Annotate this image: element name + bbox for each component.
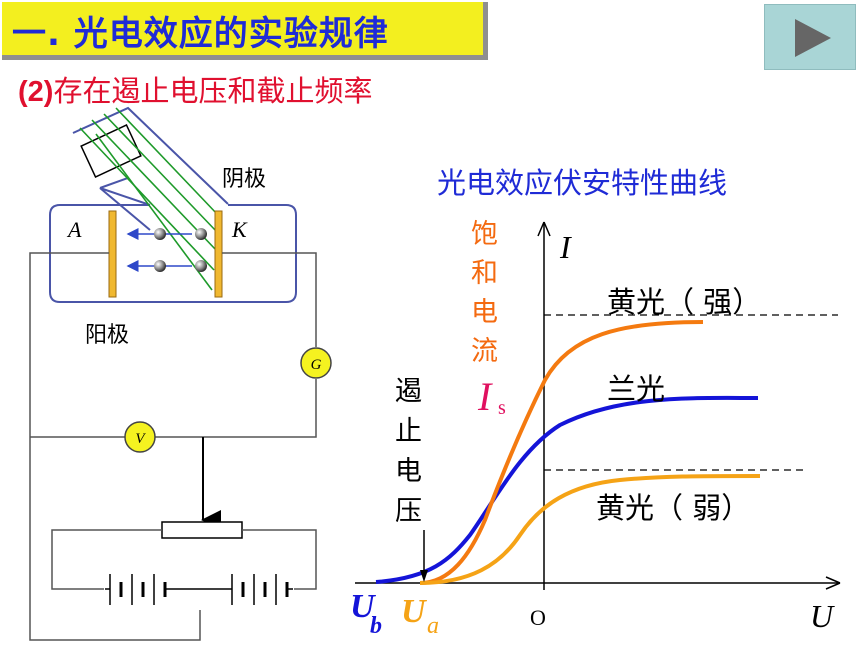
ub-label: U b (350, 588, 382, 639)
svg-text:电: 电 (471, 297, 498, 328)
is-label: I s (477, 374, 506, 419)
battery-pack (104, 570, 294, 608)
play-triangle-icon (795, 19, 831, 57)
label-blue: 兰光 (607, 372, 665, 406)
y-axis-label: I (559, 229, 572, 265)
label-yellow-strong: 黄光（ 强） (607, 285, 761, 319)
svg-text:U: U (401, 593, 428, 630)
label-yellow-weak: 黄光（ 弱） (596, 491, 750, 525)
stopping-voltage-label: 遏 止 电 压 (395, 376, 422, 527)
subtitle-number: (2) (18, 76, 54, 108)
galvanometer: G (300, 347, 332, 379)
cathode-label: 阴极 (222, 167, 266, 192)
phototube: A K (49, 106, 297, 303)
svg-text:电: 电 (395, 456, 422, 487)
svg-text:b: b (370, 613, 382, 639)
voltmeter: V (124, 421, 156, 453)
saturation-current-label: 饱 和 电 流 (471, 219, 498, 367)
galvanometer-label: G (311, 357, 322, 373)
svg-text:a: a (427, 613, 439, 639)
svg-text:遏: 遏 (395, 376, 422, 407)
section-subtitle: (2)存在遏止电压和截止频率 (18, 68, 372, 110)
x-axis-label: U (810, 598, 835, 634)
svg-text:流: 流 (471, 336, 498, 367)
svg-text:压: 压 (395, 496, 422, 527)
next-slide-button[interactable] (764, 4, 856, 70)
subtitle-text: 存在遏止电压和截止频率 (53, 74, 373, 108)
cathode-letter: K (231, 217, 248, 242)
chart-title: 光电效应伏安特性曲线 (437, 166, 728, 200)
iu-chart: I U O 饱 和 电 流 I s 遏 止 电 压 U b U a (350, 219, 841, 639)
anode-letter: A (66, 217, 82, 242)
curve-blue (375, 395, 759, 584)
anode-label: 阳极 (85, 323, 129, 348)
voltmeter-label: V (135, 431, 146, 447)
origin-label: O (530, 605, 546, 630)
section-title: 一. 光电效应的实验规律 (12, 14, 389, 54)
section-title-box: 一. 光电效应的实验规律 (2, 2, 488, 60)
circuit-wires (29, 252, 317, 641)
svg-text:U: U (350, 588, 377, 625)
svg-text:s: s (498, 397, 506, 419)
svg-text:I: I (477, 374, 493, 419)
curve-yellow-strong (419, 320, 704, 585)
svg-text:和: 和 (471, 258, 498, 289)
svg-text:止: 止 (395, 416, 422, 447)
curve-yellow-weak (419, 474, 761, 585)
svg-text:饱: 饱 (471, 219, 498, 250)
ua-label: U a (401, 593, 439, 639)
